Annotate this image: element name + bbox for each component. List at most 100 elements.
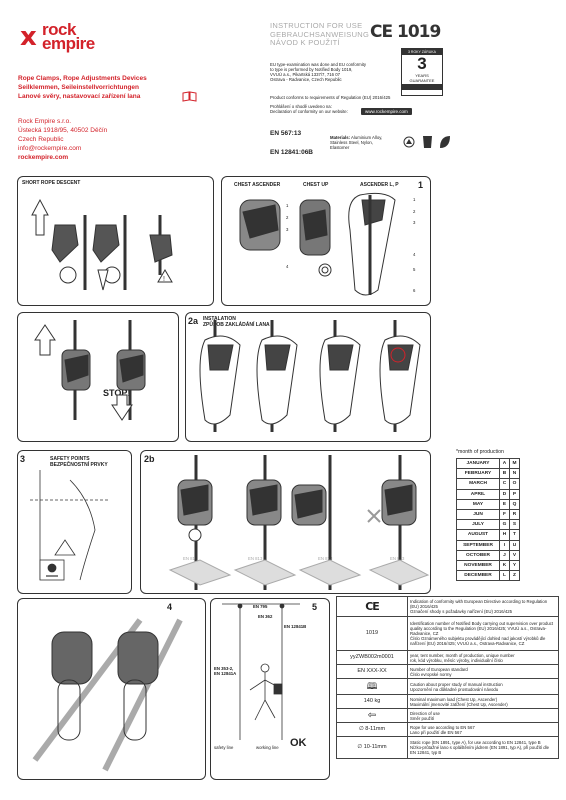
panel-3-number: 3 — [20, 454, 26, 464]
label-ok: OK — [290, 737, 307, 749]
panel-4-number: 4 — [167, 602, 173, 612]
panel-1-number: 1 — [418, 180, 424, 190]
logo-text-empire: empire — [42, 34, 95, 53]
panel-short-rope-descent — [17, 176, 214, 306]
panel-1 — [221, 176, 431, 306]
product-line-en: Rope Clamps, Rope Adjustments Devices — [18, 75, 147, 82]
panel-5-number: 5 — [312, 602, 318, 612]
callout-r2: 2 — [413, 209, 416, 214]
callout-r4: 4 — [413, 252, 416, 257]
label-en12841b: EN 12841B — [284, 624, 307, 629]
table-row: 🕮︎ Caution about proper study of manual … — [336, 678, 559, 695]
en813-label-2: EN 813 — [248, 556, 263, 561]
company-name: Rock Empire s.r.o. — [18, 118, 72, 125]
panel-2b — [140, 450, 431, 594]
website-link[interactable]: www.rockempire.com — [361, 108, 412, 115]
notified-body-symbol: 1019 — [336, 616, 408, 651]
table-row: ∅ 8-11mm Rope for use according to EN 56… — [336, 722, 559, 737]
label-safety-line: safety line — [214, 745, 234, 750]
declaration-text: Prohlášení o shodě uvedeno na: Declarati… — [270, 104, 348, 115]
panel-2b-number: 2b — [144, 454, 155, 464]
ce-mark: CE 1019 — [370, 22, 441, 42]
label-en353: EN 353-2, EN 12841A — [214, 666, 237, 677]
en813-label-1: EN 813 — [183, 556, 198, 561]
product-line-cz: Lanové svěry, nastavovací zařízení lana — [18, 93, 141, 100]
month-table-title: *month of production — [456, 449, 504, 455]
table-row: ∅ 10-11mm Static rope (EN 1891, type A),… — [336, 736, 559, 759]
stop-label: STOP! — [103, 388, 131, 398]
panel-4 — [17, 598, 206, 780]
standard-en567: EN 567:13 — [270, 130, 302, 137]
panel-5 — [210, 598, 330, 780]
callout-4: 4 — [286, 264, 289, 269]
serial-symbol: yyZWB002m0001 — [336, 650, 408, 665]
company-website[interactable]: rockempire.com — [18, 154, 69, 161]
title-cz: NÁVOD K POUŽITÍ — [270, 38, 340, 47]
label-en795: EN 795 — [253, 604, 268, 609]
panel-2a-title: INSTALATION ZPŮSOB ZAKLÁDÁNÍ LANA — [203, 316, 270, 328]
title-de: GEBRAUCHSANWEISUNG — [270, 29, 370, 39]
load-symbol: 140 kg — [336, 694, 408, 709]
callout-r5: 5 — [413, 267, 416, 272]
panel-3-title: SAFETY POINTS BEZPEČNOSTNÍ PRVKY — [50, 456, 108, 468]
en813-label-4: EN 813 — [390, 556, 405, 561]
label-working-line: working line — [256, 745, 279, 750]
recycle-icon — [403, 136, 415, 148]
callout-r6: 6 — [413, 288, 416, 293]
eu-examination-text: EU type-examination was done and EU conf… — [270, 62, 367, 83]
bin-icon — [423, 136, 432, 148]
book-icon: 🕮︎ — [336, 678, 408, 695]
company-email[interactable]: info@rockempire.com — [18, 145, 82, 152]
materials-text: Materials: Aluminium Alloy, Stainless St… — [330, 135, 383, 151]
en813-label-3: EN 813 — [318, 556, 333, 561]
panel-short-title: SHORT ROPE DESCENT — [22, 180, 81, 186]
static-rope-symbol: ∅ 10-11mm — [336, 736, 408, 759]
table-row: CE Indication of conformity with Europea… — [336, 596, 559, 617]
regulation-text: Product conforms to requirements of Regu… — [270, 95, 391, 100]
panel-3 — [17, 450, 132, 594]
guarantee-badge: 3 ROKY ZÁRUKA 3 YEARS GUARANTEE — [401, 48, 443, 96]
symbol-legend-table: CE Indication of conformity with Europea… — [336, 596, 559, 759]
callout-2: 2 — [286, 215, 289, 220]
table-row: 1019 Identification number of Notified B… — [336, 616, 559, 651]
label-en362: EN 362 — [258, 614, 273, 619]
ce-symbol: CE — [336, 596, 408, 617]
panel-2a-number: 2a — [188, 316, 199, 326]
logo-text-rock: rock — [42, 20, 76, 39]
label-ascender-lp: ASCENDER L, P — [360, 182, 399, 188]
logo-mark-icon: x — [20, 22, 37, 52]
company-address: Ústecká 1918/95, 40502 Děčín — [18, 127, 108, 134]
rope-diameter-symbol: ∅ 8-11mm — [336, 722, 408, 737]
callout-r3: 3 — [413, 220, 416, 225]
title-en: INSTRUCTION FOR USE — [270, 21, 363, 30]
table-row: yyZWB002m0001 year, tent number, month o… — [336, 650, 559, 665]
standard-en12841: EN 12841:06B — [270, 149, 313, 156]
label-chest-ascender: CHEST ASCENDER — [234, 182, 281, 188]
company-country: Czech Republic — [18, 136, 64, 143]
callout-1: 1 — [286, 203, 289, 208]
panel-2a — [185, 312, 431, 442]
callout-3: 3 — [286, 227, 289, 232]
table-row: 140 kg Nominal maximum load (Chest Up, A… — [336, 694, 559, 709]
arrow-icon: ⇦ — [336, 708, 408, 723]
panel-stop — [17, 312, 179, 442]
label-chest-up: CHEST UP — [303, 182, 329, 188]
product-line-de: Seilklemmen, Seileinstellvorrichtungen — [18, 84, 140, 91]
leaf-icon — [440, 136, 450, 148]
callout-r1: 1 — [413, 197, 416, 202]
book-icon — [182, 91, 197, 102]
